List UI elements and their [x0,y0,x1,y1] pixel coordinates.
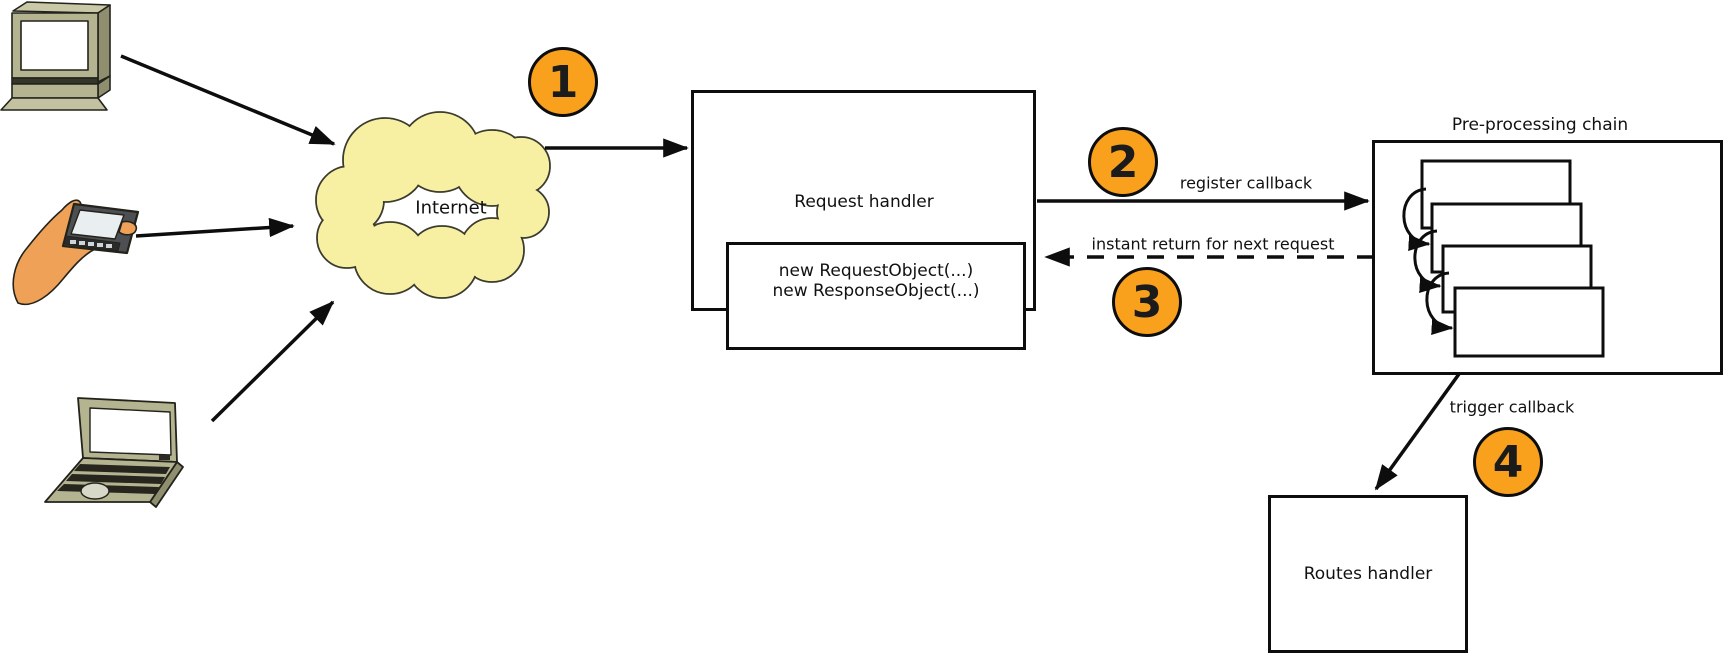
step-badge-1: 1 [528,47,598,117]
routes-handler-box [1268,495,1468,653]
response-object-line: new ResponseObject(...) [772,281,980,301]
step-badge-4: 4 [1473,427,1543,497]
mobile-phone-icon [12,199,140,306]
arrow-desktop-to-internet [120,54,336,146]
request-object-line: new RequestObject(...) [778,261,974,281]
step-number-3: 3 [1131,276,1163,328]
preprocessing-chain-label: Pre-processing chain [1451,115,1629,135]
internet-label: Internet [415,197,487,219]
arrow-phone-to-internet [135,217,295,238]
register-callback-label: register callback [1179,173,1313,193]
step-badge-2: 2 [1088,127,1158,197]
step-badge-3: 3 [1112,267,1182,337]
instant-return-label: instant return for next request [1091,234,1335,254]
step-number-1: 1 [547,56,579,108]
request-objects-code: new RequestObject(...) new ResponseObjec… [726,261,1026,301]
request-handler-label: Request handler [794,192,934,212]
step-number-4: 4 [1492,436,1524,488]
preprocessing-chain-box [1372,140,1723,375]
step-number-2: 2 [1107,136,1139,188]
trigger-callback-label: trigger callback [1449,397,1575,417]
routes-handler-label: Routes handler [1303,564,1433,584]
desktop-computer-icon [0,1,111,111]
request-objects-box [726,242,1026,350]
arrow-laptop-to-internet [210,300,335,423]
laptop-icon [44,397,184,508]
arrow-trigger-callback [1374,372,1461,491]
